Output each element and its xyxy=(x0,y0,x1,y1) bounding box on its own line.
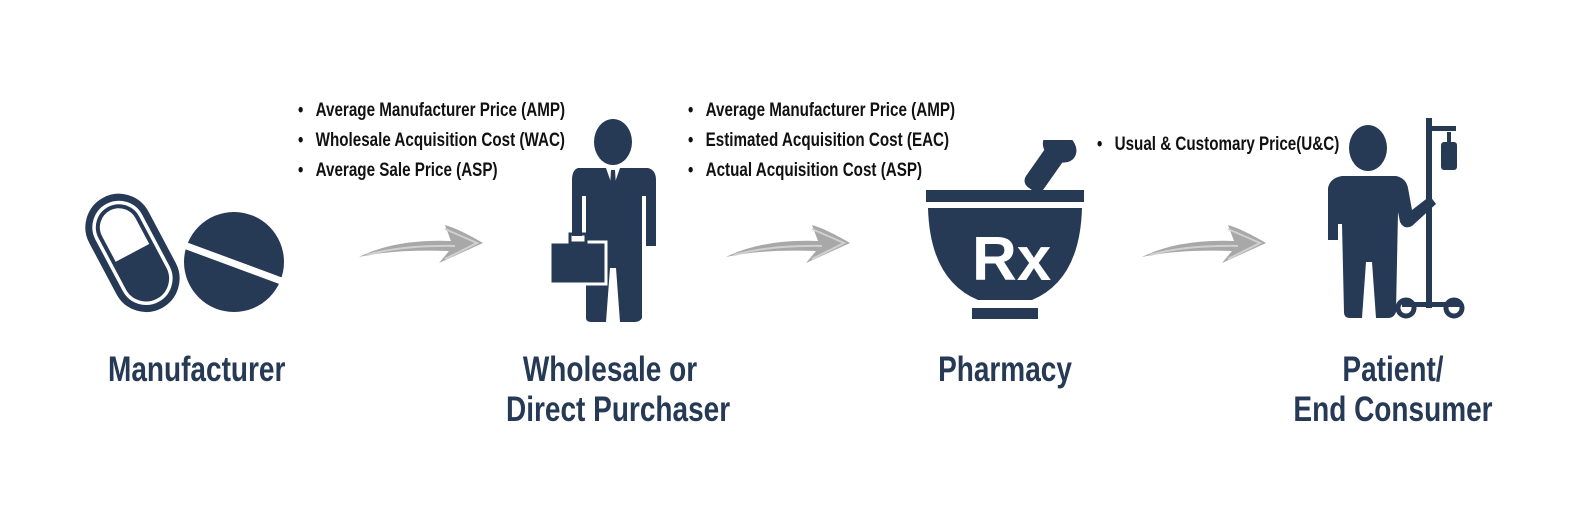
price-list-item: Estimated Acquisition Cost (EAC) xyxy=(688,126,955,156)
patient-iv-icon xyxy=(1328,118,1465,319)
price-list-manufacturer-wholesale: Average Manufacturer Price (AMP) Wholesa… xyxy=(298,96,565,186)
rx-symbol: Rx xyxy=(972,225,1052,294)
price-list-item: Average Manufacturer Price (AMP) xyxy=(688,96,955,126)
mortar-pestle-rx-icon: Rx xyxy=(926,140,1084,319)
arrow-right-icon xyxy=(726,225,850,263)
price-list-item: Average Sale Price (ASP) xyxy=(298,156,565,186)
price-list-item: Average Manufacturer Price (AMP) xyxy=(298,96,565,126)
stage-label-wholesale: Wholesale or Direct Purchaser xyxy=(506,350,731,429)
price-list-item: Usual & Customary Price(U&C) xyxy=(1097,130,1339,160)
stage-label-pharmacy: Pharmacy xyxy=(938,350,1072,389)
price-list-item: Actual Acquisition Cost (ASP) xyxy=(688,156,955,186)
stage-label-patient: Patient/ End Consumer xyxy=(1293,350,1493,429)
price-list-pharmacy-patient: Usual & Customary Price(U&C) xyxy=(1097,130,1339,160)
pills-icon xyxy=(85,193,286,312)
stage-label-manufacturer: Manufacturer xyxy=(108,350,286,389)
arrow-right-icon xyxy=(1142,225,1266,263)
price-list-wholesale-pharmacy: Average Manufacturer Price (AMP) Estimat… xyxy=(688,96,955,186)
price-list-item: Wholesale Acquisition Cost (WAC) xyxy=(298,126,565,156)
businessman-icon xyxy=(550,119,656,322)
arrow-right-icon xyxy=(359,225,483,263)
